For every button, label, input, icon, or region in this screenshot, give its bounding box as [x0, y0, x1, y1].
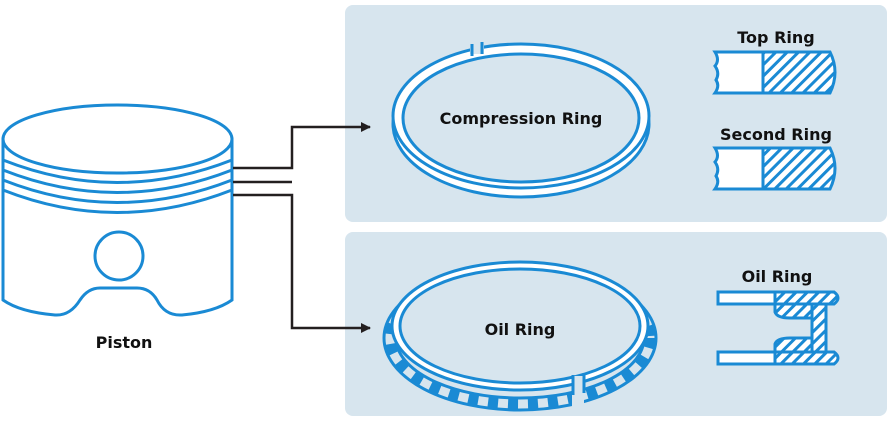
compression-ring-illustration — [391, 42, 651, 199]
piston-label: Piston — [96, 333, 153, 352]
compression-ring-label: Compression Ring — [440, 109, 603, 128]
oil-ring-section-label: Oil Ring — [742, 267, 813, 286]
piston-illustration — [1, 103, 234, 317]
oil-ring-illustration — [382, 260, 658, 412]
top-ring-cross-section — [712, 50, 837, 95]
second-ring-label: Second Ring — [720, 125, 832, 144]
top-ring-label: Top Ring — [737, 28, 814, 47]
second-ring-cross-section — [712, 146, 837, 191]
oil-ring-center-label: Oil Ring — [485, 320, 556, 339]
connector-lines — [233, 122, 371, 333]
oil-ring-cross-section — [716, 290, 840, 366]
